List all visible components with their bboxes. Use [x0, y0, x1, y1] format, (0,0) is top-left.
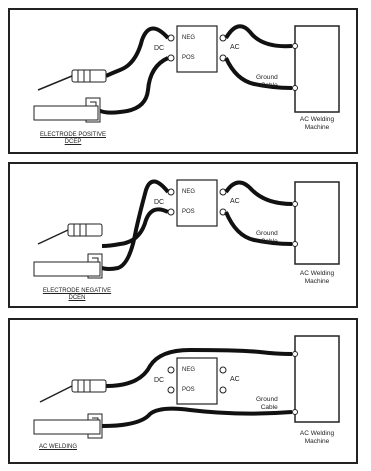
- work-cable: [101, 179, 170, 271]
- welding-machine: [294, 335, 340, 423]
- ground-cable-label: Ground Cable: [256, 74, 278, 89]
- dc-neg-terminal: [167, 366, 175, 374]
- electrode-holder-icon: [37, 223, 103, 245]
- machine-top-terminal: [292, 351, 298, 357]
- welding-machine-label: AC Welding Machine: [299, 116, 335, 131]
- workpiece: [33, 419, 101, 435]
- rectifier-box: [176, 179, 218, 227]
- electrode-holder-icon: [39, 379, 107, 403]
- ac-bottom-terminal: [219, 386, 227, 394]
- dc-label: DC: [154, 199, 165, 206]
- electrode-holder-icon: [37, 69, 107, 91]
- wiring-diagram-dcen: [33, 179, 340, 279]
- welding-machine-label: AC Welding Machine: [299, 430, 335, 445]
- workpiece: [33, 105, 99, 121]
- panel-dcen: DC NEG POS AC Ground Cable AC Welding Ma…: [8, 162, 358, 308]
- ac-top-cable: [224, 180, 293, 206]
- wiring-diagram-dcep: [33, 24, 340, 123]
- work-cable: [101, 406, 293, 428]
- machine-top-terminal: [292, 43, 298, 49]
- dc-pos-terminal: [167, 386, 175, 394]
- panel-caption: AC WELDING: [38, 444, 77, 450]
- dc-neg-terminal: [167, 34, 175, 42]
- pos-label: POS: [182, 387, 195, 393]
- panel-caption: ELECTRODE POSITIVE DCEP: [39, 132, 106, 145]
- ground-cable-label: Ground Cable: [256, 230, 278, 245]
- welding-machine: [294, 25, 340, 113]
- electrode-cable: [105, 26, 170, 78]
- ac-label: AC: [230, 198, 240, 205]
- ac-top-terminal: [219, 366, 227, 374]
- panel-ac-welding: DC NEG POS AC Ground Cable AC Welding Ma…: [8, 318, 358, 464]
- machine-bottom-terminal: [292, 85, 298, 91]
- neg-label: NEG: [182, 189, 196, 195]
- neg-label: NEG: [182, 35, 196, 41]
- dc-neg-terminal: [167, 188, 175, 196]
- workpiece: [33, 261, 101, 277]
- rectifier-box: [176, 357, 218, 405]
- ac-label: AC: [230, 44, 240, 51]
- panel-caption: ELECTRODE NEGATIVE DCEN: [42, 288, 112, 301]
- machine-top-terminal: [292, 201, 298, 207]
- welding-machine-label: AC Welding Machine: [299, 270, 335, 285]
- ac-ground-cable: [224, 57, 293, 90]
- pos-label: POS: [182, 209, 195, 215]
- dc-label: DC: [154, 45, 165, 52]
- ac-ground-cable: [224, 211, 293, 246]
- electrode-cable: [105, 347, 293, 388]
- neg-label: NEG: [182, 367, 196, 373]
- ac-top-cable: [224, 24, 293, 49]
- dc-pos-terminal: [167, 54, 175, 62]
- welding-machine: [294, 181, 340, 265]
- rectifier-box: [176, 25, 218, 73]
- machine-bottom-terminal: [292, 409, 298, 415]
- pos-label: POS: [182, 55, 195, 61]
- dc-label: DC: [154, 377, 165, 384]
- work-cable: [97, 56, 169, 115]
- machine-bottom-terminal: [292, 241, 298, 247]
- ac-label: AC: [230, 376, 240, 383]
- panel-dcep: DC NEG POS AC Ground Cable AC Welding Ma…: [8, 8, 358, 154]
- ground-cable-label: Ground Cable: [256, 396, 278, 411]
- wiring-diagram-ac: [33, 335, 340, 439]
- dc-pos-terminal: [167, 208, 175, 216]
